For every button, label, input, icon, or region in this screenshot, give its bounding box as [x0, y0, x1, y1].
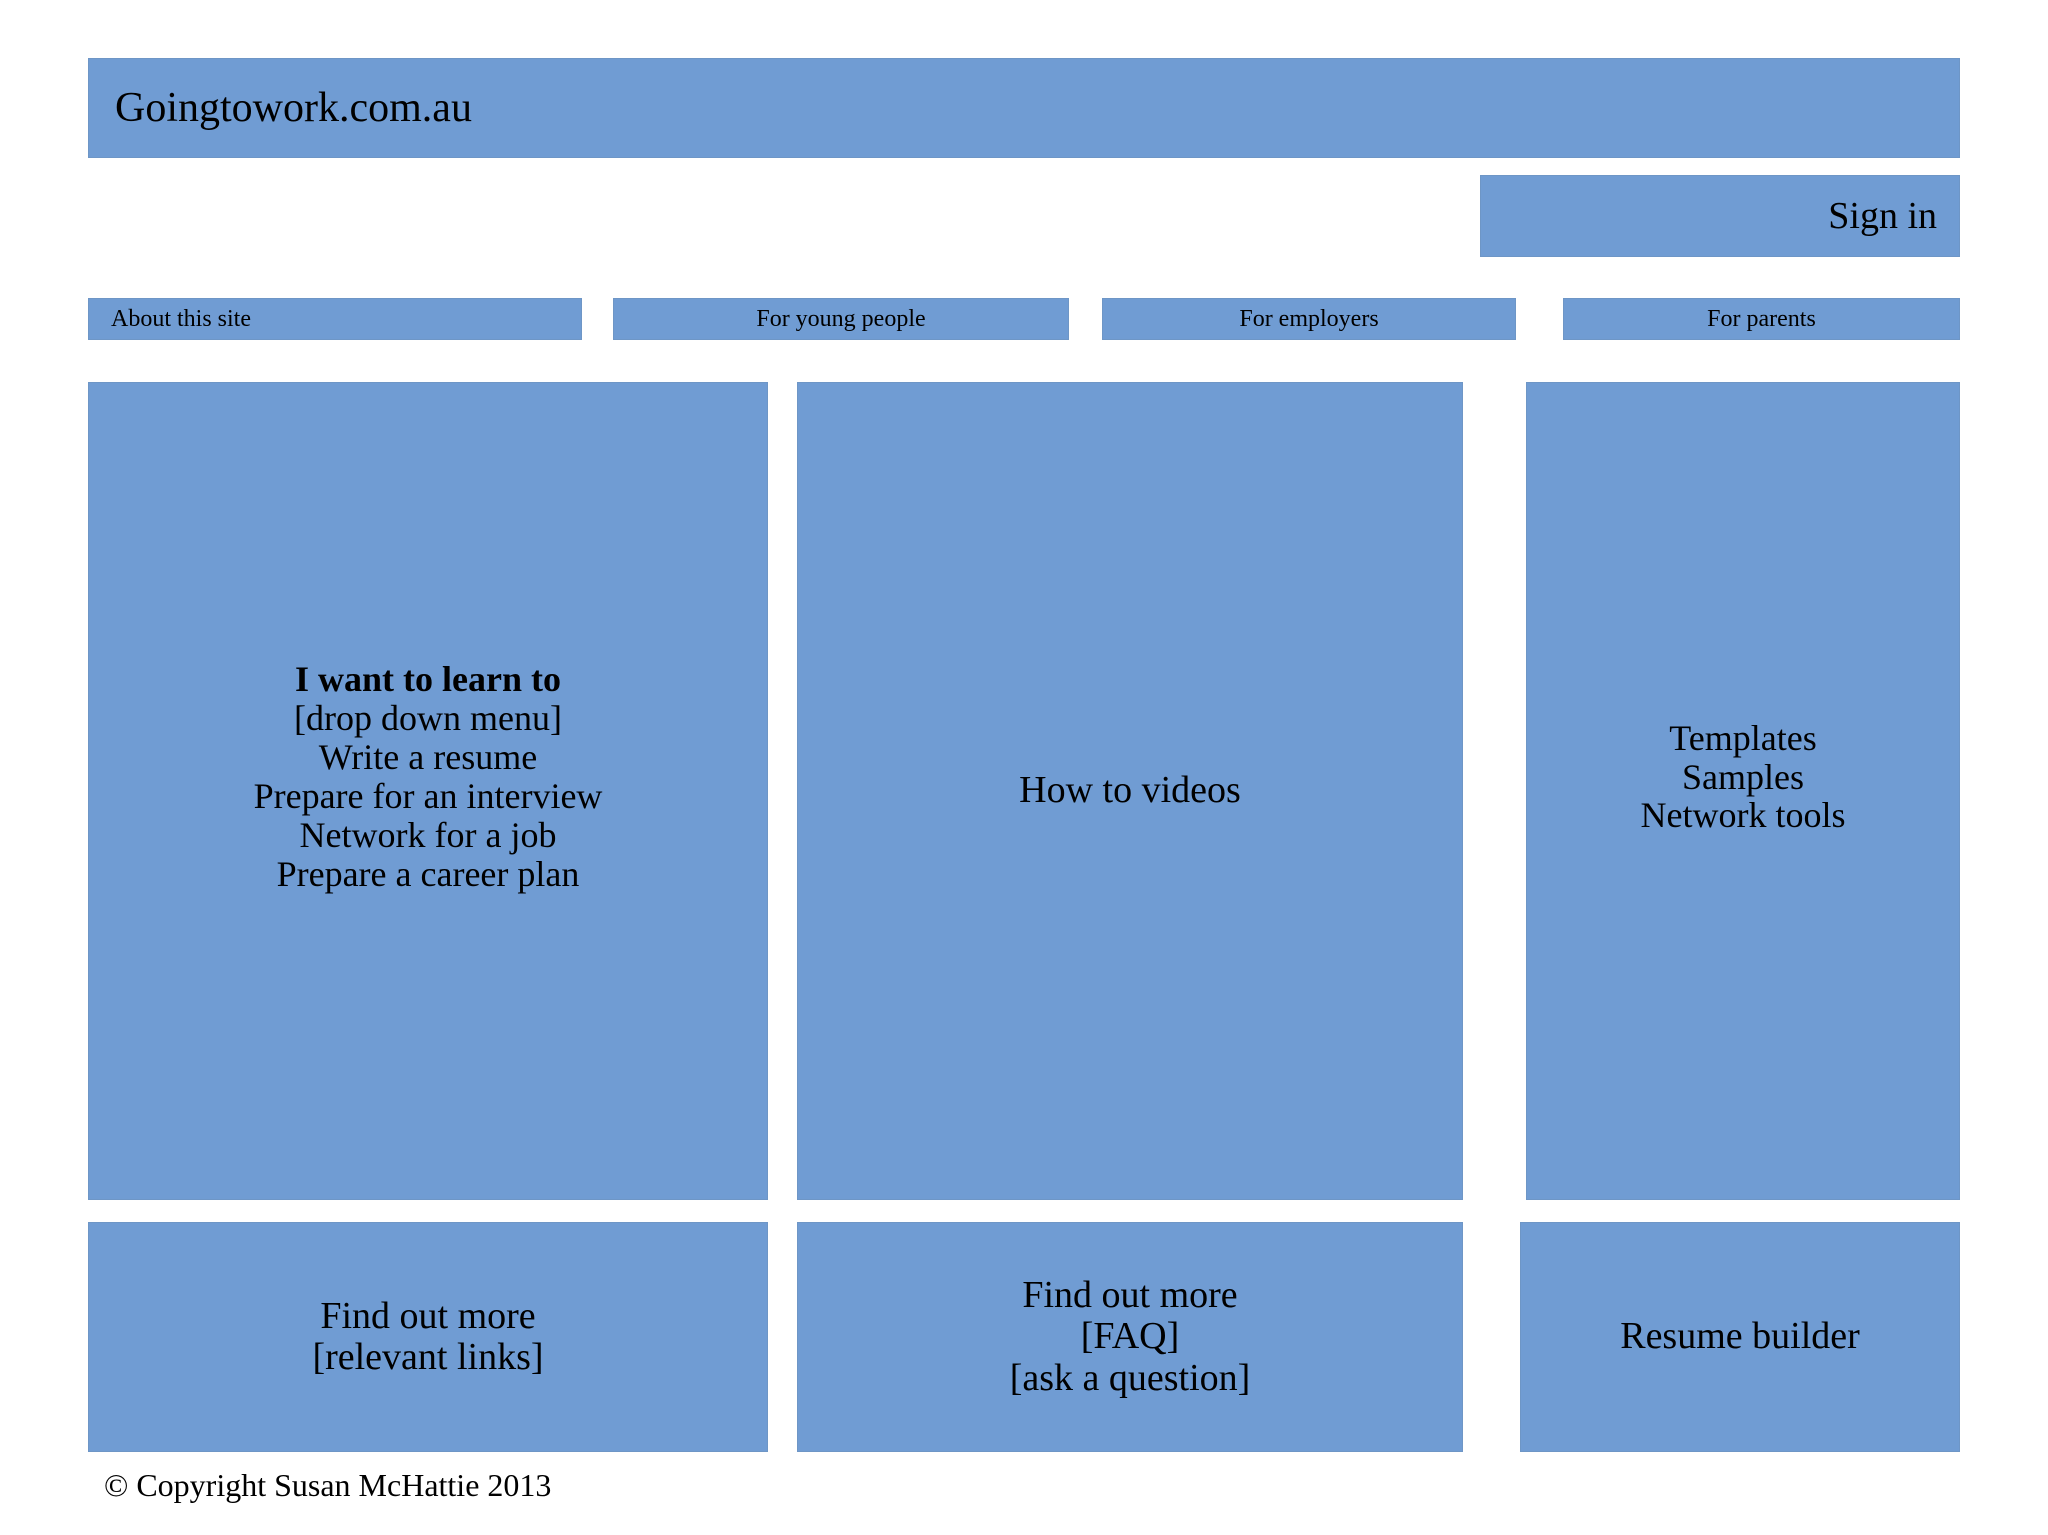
nav-tab-label: For parents [1707, 305, 1816, 332]
site-title: Goingtowork.com.au [115, 84, 472, 131]
how-to-videos-panel[interactable]: How to videos [797, 382, 1463, 1200]
sign-in-label: Sign in [1828, 195, 1937, 237]
resume-builder-label: Resume builder [1620, 1315, 1860, 1358]
sign-in-button[interactable]: Sign in [1480, 175, 1960, 257]
learn-panel-heading: I want to learn to [295, 659, 561, 700]
learn-option-prepare-a-career-plan[interactable]: Prepare a career plan [276, 853, 580, 894]
resume-builder-panel[interactable]: Resume builder [1520, 1222, 1960, 1452]
learn-dropdown-placeholder[interactable]: [drop down menu] [294, 698, 562, 739]
find-out-more-links-panel[interactable]: Find out more [relevant links] [88, 1222, 768, 1452]
find-out-more-faq-panel[interactable]: Find out more [FAQ] [ask a question] [797, 1222, 1463, 1452]
tools-item-samples[interactable]: Samples [1682, 756, 1804, 797]
links-panel-content: Find out more [relevant links] [89, 1294, 767, 1378]
faq-panel-line-1: Find out more [1022, 1274, 1238, 1317]
tools-panel[interactable]: Templates Samples Network tools [1526, 382, 1960, 1200]
faq-panel-line-3[interactable]: [ask a question] [1009, 1356, 1251, 1399]
learn-panel-content: I want to learn to [drop down menu] Writ… [89, 660, 767, 893]
faq-panel-content: Find out more [FAQ] [ask a question] [798, 1275, 1462, 1398]
nav-tab-label: For employers [1239, 305, 1379, 332]
nav-tab-label: For young people [756, 305, 926, 332]
learn-option-network-for-a-job[interactable]: Network for a job [299, 814, 557, 855]
footer-copyright: © Copyright Susan McHattie 2013 [104, 1467, 552, 1503]
nav-tab-label: About this site [111, 305, 252, 332]
tools-panel-content: Templates Samples Network tools [1527, 717, 1959, 836]
learn-option-prepare-for-an-interview[interactable]: Prepare for an interview [253, 776, 603, 816]
learn-option-write-a-resume[interactable]: Write a resume [318, 737, 538, 778]
learn-panel[interactable]: I want to learn to [drop down menu] Writ… [88, 382, 768, 1200]
links-panel-line-1: Find out more [320, 1294, 536, 1337]
tools-item-network-tools[interactable]: Network tools [1640, 795, 1846, 836]
nav-tab-for-employers[interactable]: For employers [1102, 298, 1516, 340]
faq-panel-line-2[interactable]: [FAQ] [1080, 1315, 1180, 1358]
nav-tab-for-parents[interactable]: For parents [1563, 298, 1960, 340]
nav-tab-for-young-people[interactable]: For young people [613, 298, 1069, 340]
links-panel-line-2[interactable]: [relevant links] [312, 1336, 544, 1378]
nav-tab-about-this-site[interactable]: About this site [88, 298, 582, 340]
tools-item-templates[interactable]: Templates [1669, 717, 1817, 758]
site-header: Goingtowork.com.au [88, 58, 1960, 158]
how-to-videos-label: How to videos [1019, 769, 1241, 812]
